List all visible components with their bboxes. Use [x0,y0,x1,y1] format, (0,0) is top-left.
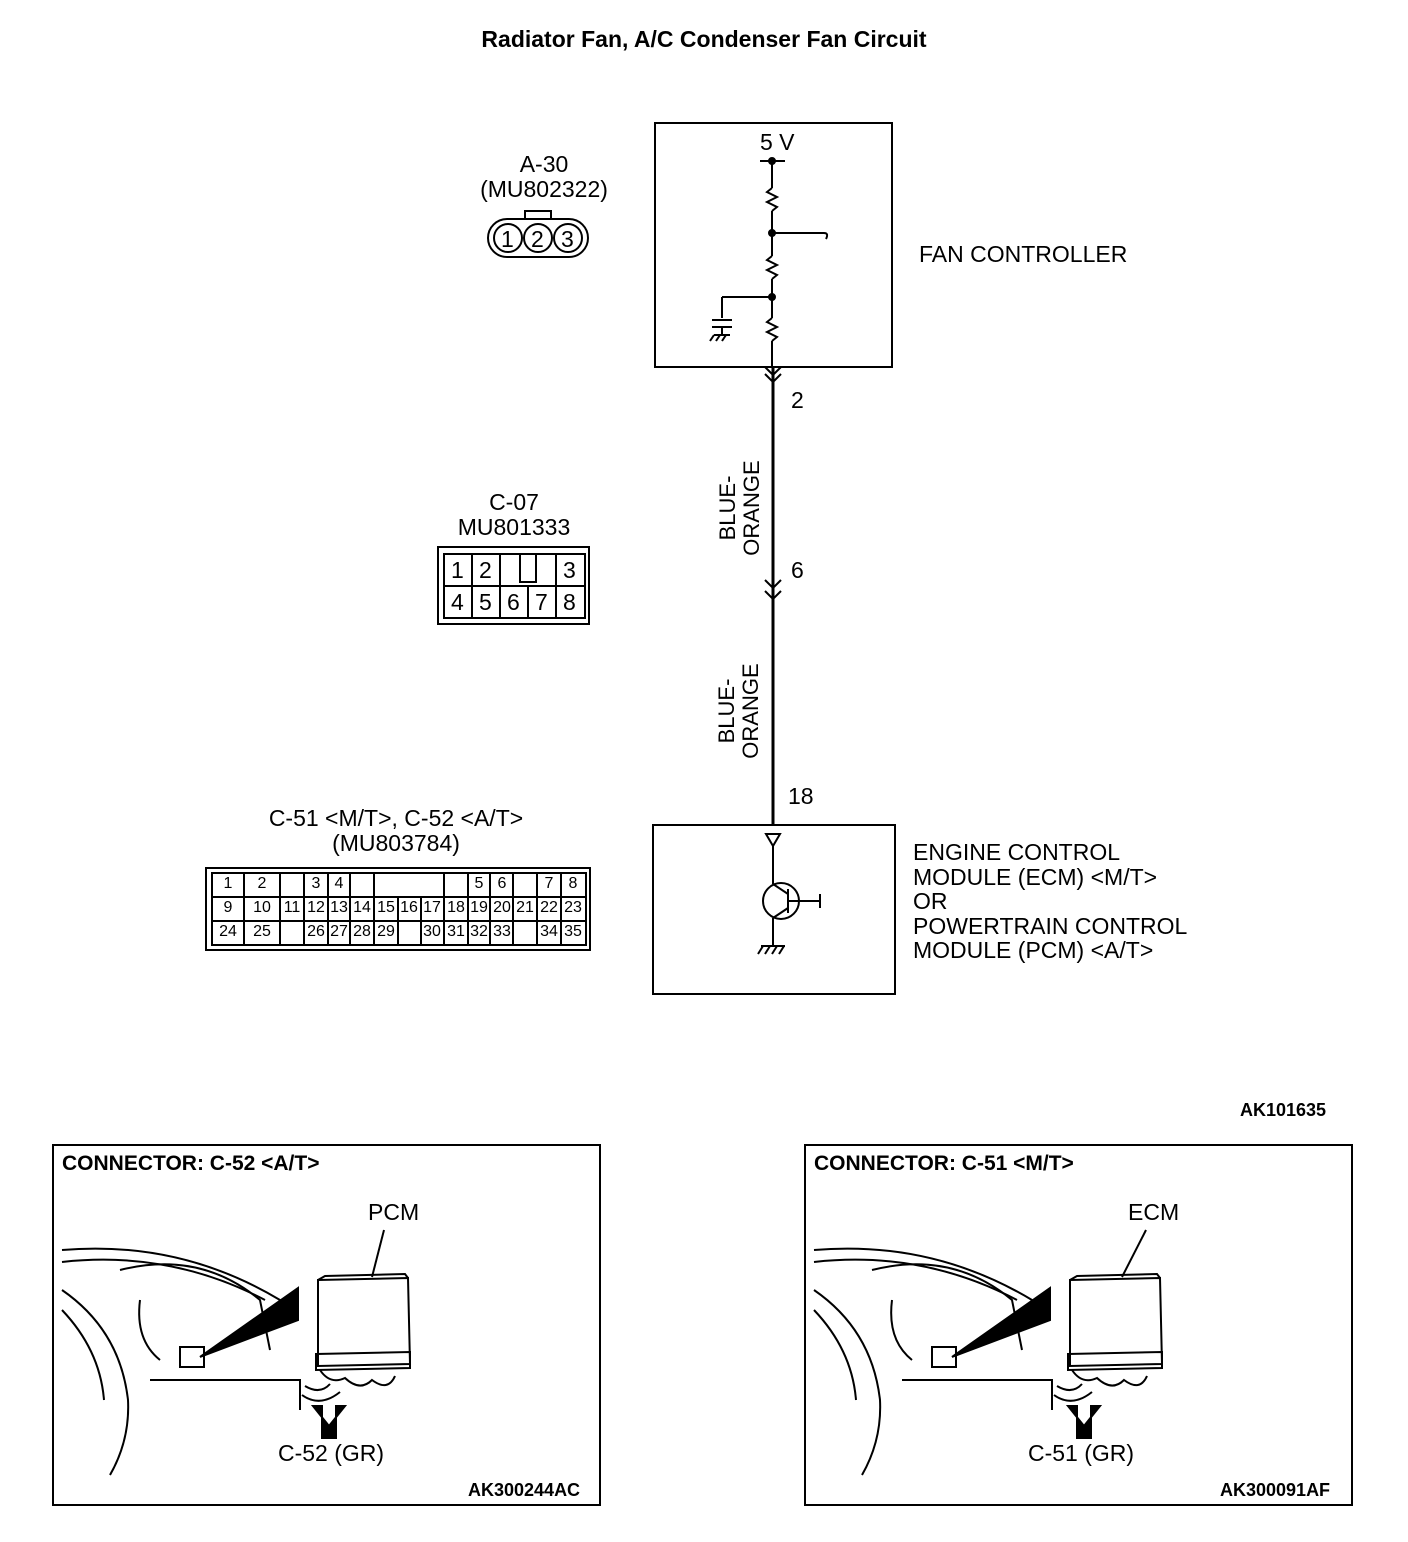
connector-a30-label: A-30 (MU802322) [480,151,608,202]
c51-pin: 23 [564,899,582,916]
c51-pin: 30 [423,923,441,940]
c51-pin: 33 [493,923,511,940]
connector-c51-label: C-51 <M/T>, C-52 <A/T> (MU803784) [268,805,524,856]
c51-pin: 28 [353,923,371,940]
c51-pin: 24 [219,923,237,940]
c51-pin: 10 [253,899,271,916]
panel-right-code: AK300091AF [1220,1480,1331,1500]
c51-pin: 6 [497,875,507,892]
c51-pin: 17 [423,899,441,916]
c51-pin: 5 [474,875,484,892]
c51-pin: 31 [447,923,465,940]
panel-right-module: ECM [1128,1199,1180,1225]
c51-pin: 13 [330,899,348,916]
c51-pin: 35 [564,923,582,940]
panel-right-frame [804,1144,1353,1506]
c07-pin: 8 [563,589,576,615]
c51-pin: 32 [470,923,488,940]
c51-pin: 27 [330,923,348,940]
c51-pin: 14 [353,899,371,916]
voltage-label: 5 V [760,129,795,155]
fan-controller-label: FAN CONTROLLER [919,241,1128,267]
panel-left-code: AK300244AC [468,1480,581,1500]
c51-pin: 22 [540,899,558,916]
pin-2-label: 2 [791,387,804,413]
panel-left-title: CONNECTOR: C-52 <A/T> [62,1152,320,1175]
panel-left-frame [52,1144,601,1506]
c51-pin: 20 [493,899,511,916]
c07-pin: 2 [479,557,492,583]
c07-pin: 3 [563,557,576,583]
figure-code: AK101635 [1240,1100,1327,1120]
a30-pin: 3 [561,226,574,252]
wire-color-lower: BLUE-ORANGE [714,663,763,759]
c07-pin: 6 [507,589,520,615]
c51-pin: 8 [568,875,578,892]
panel-right-title: CONNECTOR: C-51 <M/T> [814,1152,1074,1175]
ecm-illustration [813,1229,1164,1476]
pcm-illustration [61,1229,412,1476]
pin-18-label: 18 [788,783,814,809]
c51-pin: 4 [334,875,344,892]
c07-pin: 7 [535,589,548,615]
c51-pin: 21 [516,899,534,916]
c51-pin: 34 [540,923,558,940]
c51-pin: 12 [307,899,325,916]
c51-pin: 15 [377,899,395,916]
c51-pin: 3 [311,875,321,892]
panel-left-connector-label: C-52 (GR) [278,1440,385,1466]
connector-c07-label: C-07 MU801333 [457,489,571,540]
diagram-title: Radiator Fan, A/C Condenser Fan Circuit [481,26,927,52]
c51-pin: 7 [544,875,554,892]
c51-pin: 18 [447,899,465,916]
a30-pin: 2 [531,226,544,252]
c51-pin: 11 [283,899,301,916]
c51-pin: 26 [307,923,325,940]
pin-6-label: 6 [791,557,804,583]
c51-pin: 9 [223,899,233,916]
ecm-box [652,824,896,995]
c51-pin: 19 [470,899,488,916]
c07-pin: 4 [451,589,464,615]
c51-pin: 25 [253,923,271,940]
c07-pin: 5 [479,589,492,615]
c51-pin: 16 [400,899,418,916]
c51-pin: 29 [377,923,395,940]
panel-left-module: PCM [368,1199,420,1225]
ecm-label: ENGINE CONTROL MODULE (ECM) <M/T> OR POW… [913,839,1188,963]
a30-pin: 1 [501,226,514,252]
c51-pin: 1 [223,875,233,892]
panel-right-connector-label: C-51 (GR) [1028,1440,1135,1466]
c07-pin: 1 [451,557,464,583]
c51-pin: 2 [257,875,267,892]
wire-color-upper: BLUE-ORANGE [715,460,764,556]
